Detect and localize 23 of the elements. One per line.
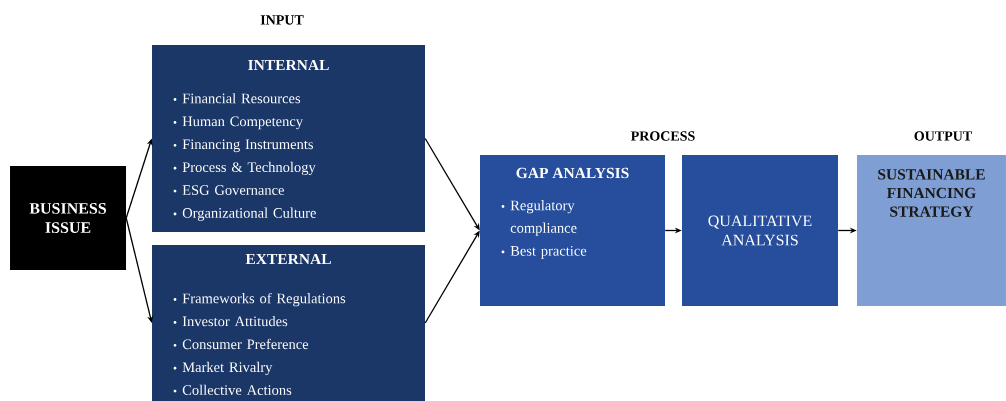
bullet-item: Process & Technology xyxy=(173,161,316,176)
heading: EXTERNAL xyxy=(245,253,331,265)
heading: GAP ANALYSIS xyxy=(516,167,629,179)
heading: INTERNAL xyxy=(248,59,329,71)
issue-box: BUSINESS ISSUE xyxy=(10,166,126,270)
column-heading: OUTPUT xyxy=(914,131,972,141)
bullet-item: Financing Instruments xyxy=(173,139,313,153)
process-box: QUALITATIVE ANALYSIS xyxy=(682,155,838,306)
bullet-item: Regulatory compliance xyxy=(501,200,577,236)
column-heading: PROCESS xyxy=(630,131,695,141)
bullet-item: Collective Actions xyxy=(173,384,292,395)
bullet-item: Frameworks of Regulations xyxy=(173,293,346,307)
bullet-item: Investor Attitudes xyxy=(173,316,288,327)
bullet-item: Financial Resources xyxy=(173,93,301,104)
bullet-item: Organizational Culture xyxy=(173,207,316,221)
column-heading: INPUT xyxy=(260,15,304,25)
output-box: SUSTAINABLE FINANCING STRATEGY xyxy=(857,155,1006,306)
bullet-item: Consumer Preference xyxy=(173,338,309,350)
bullet-item: Human Competency xyxy=(173,116,303,130)
bullet-item: ESG Governance xyxy=(173,185,284,195)
arrow xyxy=(125,217,154,323)
bullet-item: Market Rivalry xyxy=(173,361,273,376)
bullet-item: Best practice xyxy=(501,246,587,259)
